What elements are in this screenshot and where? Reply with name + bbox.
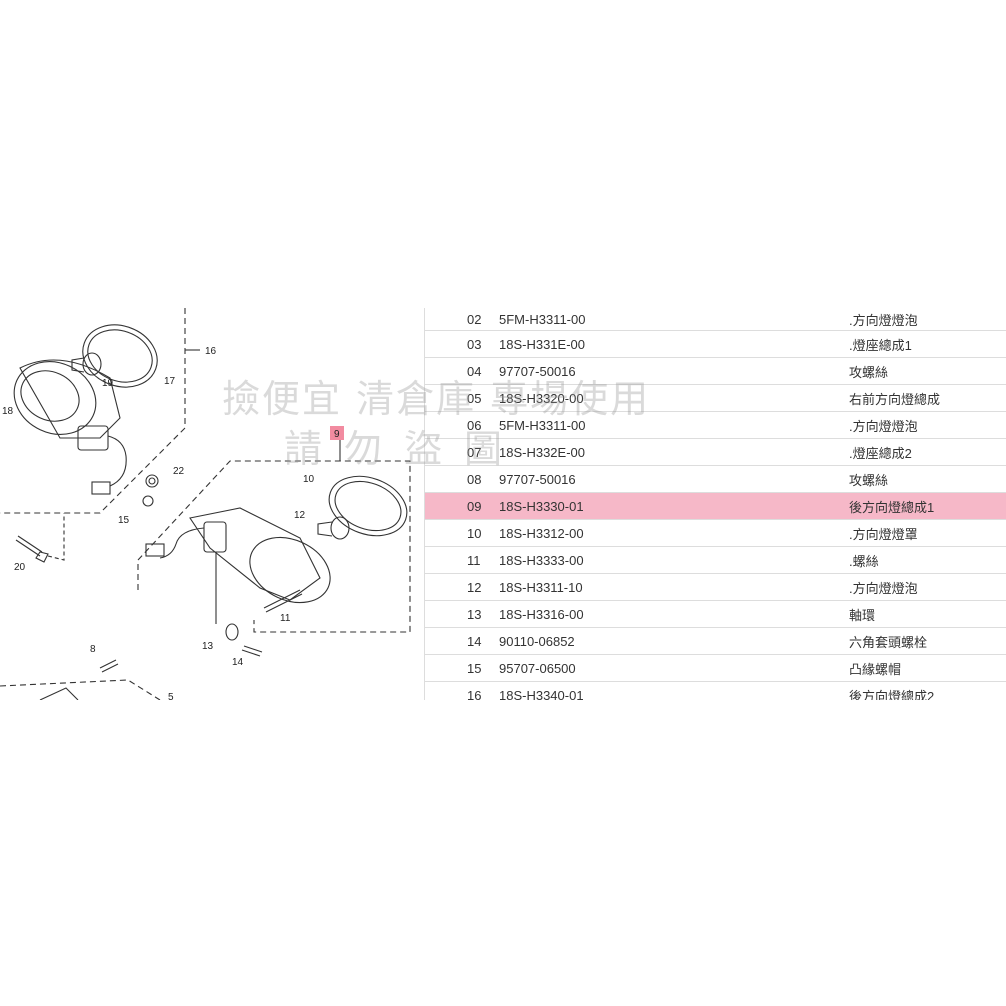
ref-number-cell: 03 [425, 330, 499, 358]
callout-10: 10 [303, 474, 315, 485]
ref-number-cell: 06 [425, 411, 499, 439]
part-name-cell: 攻螺絲 [849, 465, 1006, 493]
part-name-cell: 軸環 [849, 600, 1006, 628]
ref-number-cell: 13 [425, 600, 499, 628]
part-number-cell: 18S-H3311-10 [499, 573, 849, 601]
housing-right [249, 536, 331, 604]
part-number-cell: 18S-H3333-00 [499, 546, 849, 574]
lens-ring-17 [82, 324, 158, 388]
nut-22 [145, 474, 159, 488]
callout-22: 22 [173, 466, 185, 477]
ref-number-cell: 08 [425, 465, 499, 493]
part-number-cell: 18S-H3316-00 [499, 600, 849, 628]
parts-diagram: 16 17 18 19 22 15 20 9 10 12 11 13 14 8 … [0, 308, 411, 700]
callout-9: 9 [334, 429, 340, 440]
lens-ring-10 [328, 475, 408, 537]
part-name-cell: .方向燈燈泡 [849, 308, 1006, 331]
part-name-cell: 六角套頭螺栓 [849, 627, 1006, 655]
ref-number-cell: 14 [425, 627, 499, 655]
part-number-cell: 18S-H3330-01 [499, 492, 849, 520]
part-name-cell: .方向燈燈罩 [849, 519, 1006, 547]
housing-18 [13, 361, 97, 435]
bracket-right [203, 521, 227, 553]
ref-number-cell: 15 [425, 654, 499, 682]
bulb-12 [330, 516, 350, 540]
nut-15 [142, 495, 154, 507]
part-name-cell: .燈座總成1 [849, 330, 1006, 358]
part-name-cell: 後方向燈總成1 [849, 492, 1006, 520]
part-name-cell: 凸緣螺帽 [849, 654, 1006, 682]
part-name-cell: 右前方向燈總成 [849, 384, 1006, 412]
callout-9-box [330, 426, 344, 440]
callout-14: 14 [232, 657, 244, 668]
ref-number-cell: 11 [425, 546, 499, 574]
ref-number-cell: 07 [425, 438, 499, 466]
part-name-cell: 後方向燈總成2 [849, 681, 1006, 700]
part-name-cell: .方向燈燈泡 [849, 411, 1006, 439]
part-name-cell: .燈座總成2 [849, 438, 1006, 466]
part-number-cell: 18S-H3340-01 [499, 681, 849, 700]
ref-number-cell: 09 [425, 492, 499, 520]
callout-15: 15 [118, 515, 130, 526]
part-number-cell: 97707-50016 [499, 465, 849, 493]
ref-number-cell: 10 [425, 519, 499, 547]
callout-20: 20 [14, 562, 26, 573]
part-number-cell: 18S-H3312-00 [499, 519, 849, 547]
callout-5: 5 [168, 692, 174, 700]
callout-13: 13 [202, 641, 214, 652]
part-number-cell: 5FM-H3311-00 [499, 411, 849, 439]
ref-number-cell: 04 [425, 357, 499, 385]
part-number-cell: 5FM-H3311-00 [499, 308, 849, 331]
callout-12: 12 [294, 510, 306, 521]
collar-13 [225, 623, 239, 641]
part-number-cell: 18S-H332E-00 [499, 438, 849, 466]
bracket-left [77, 425, 109, 451]
part-name-cell: .方向燈燈泡 [849, 573, 1006, 601]
callout-8: 8 [90, 644, 96, 655]
callout-17: 17 [164, 376, 176, 387]
connector-left [91, 481, 111, 495]
part-number-cell: 95707-06500 [499, 654, 849, 682]
callout-19: 19 [102, 378, 114, 389]
ref-number-cell: 12 [425, 573, 499, 601]
callout-16: 16 [205, 346, 217, 357]
part-number-cell: 18S-H3320-00 [499, 384, 849, 412]
connector-right [145, 543, 165, 557]
callout-11: 11 [280, 613, 291, 624]
part-number-cell: 90110-06852 [499, 627, 849, 655]
part-number-cell: 18S-H331E-00 [499, 330, 849, 358]
ref-number-cell: 16 [425, 681, 499, 700]
callout-18: 18 [2, 406, 14, 417]
part-number-cell: 97707-50016 [499, 357, 849, 385]
bulb-19 [82, 352, 102, 376]
part-name-cell: 攻螺絲 [849, 357, 1006, 385]
ref-number-cell: 05 [425, 384, 499, 412]
ref-number-cell: 02 [425, 308, 499, 331]
part-name-cell: .螺絲 [849, 546, 1006, 574]
